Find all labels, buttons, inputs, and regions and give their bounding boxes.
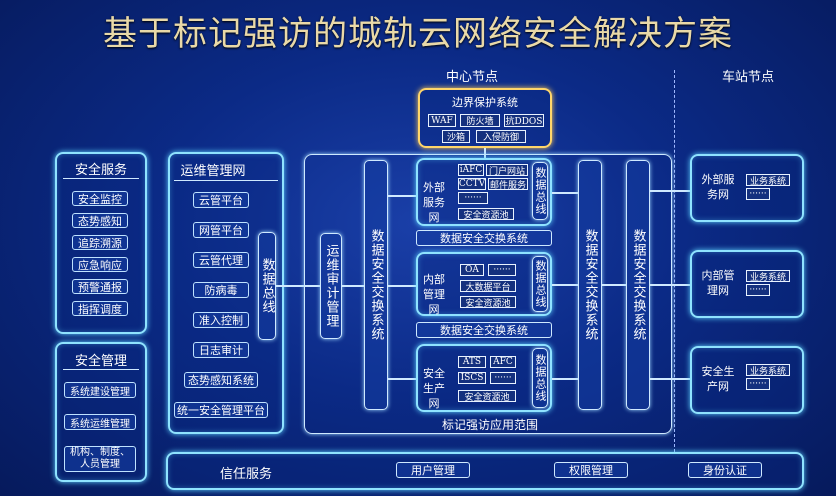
- oa-item: OA: [460, 264, 484, 276]
- boundary-protection-panel: 边界保护系统 WAF 防火墙 抗DDOS 沙箱 入侵防御: [418, 88, 552, 148]
- boundary-title: 边界保护系统: [452, 96, 518, 109]
- business-system-item: 业务系统: [746, 270, 790, 283]
- network-mgmt-platform-item: 网管平台: [193, 222, 249, 238]
- connector: [484, 148, 486, 158]
- more-item: ······: [490, 372, 516, 384]
- external-data-bus: 数据总线: [532, 162, 548, 220]
- production-net-title: 安全生产网: [423, 367, 445, 410]
- mac-scope-frame: [304, 154, 672, 434]
- cctv-item: CCTV: [458, 178, 486, 190]
- internal-net-title: 内部管理网: [423, 273, 445, 316]
- production-data-bus: 数据总线: [532, 348, 548, 408]
- station-external-title: 外部服务网: [701, 173, 735, 201]
- waf-item: WAF: [428, 114, 456, 127]
- exchange-bar-1: 数据安全交换系统: [416, 230, 552, 246]
- exchange-bar-2: 数据安全交换系统: [416, 322, 552, 338]
- divider: [63, 178, 139, 179]
- connector: [650, 190, 690, 192]
- anti-ddos-item: 抗DDOS: [504, 114, 544, 127]
- connector: [552, 192, 578, 194]
- more-item: ······: [488, 264, 516, 276]
- external-net-title: 外部服务网: [423, 181, 445, 224]
- log-audit-item: 日志审计: [193, 342, 249, 358]
- divider: [63, 369, 139, 370]
- connector: [342, 285, 364, 287]
- security-monitoring-item: 安全监控: [72, 191, 128, 206]
- station-node-label: 车站节点: [722, 70, 775, 85]
- bigdata-platform-item: 大数据平台: [460, 280, 516, 293]
- sandbox-item: 沙箱: [442, 130, 470, 143]
- security-pool-item: 安全资源池: [460, 296, 516, 309]
- command-dispatch-item: 指挥调度: [72, 301, 128, 316]
- ops-network-title: 运维管理网: [180, 164, 246, 179]
- page-title: 基于标记强访的城轨云网络安全解决方案: [103, 14, 733, 54]
- station-production-title: 安全生产网: [701, 365, 735, 393]
- connector: [388, 195, 416, 197]
- node-divider: [674, 70, 675, 452]
- permission-management-item: 权限管理: [554, 462, 628, 478]
- more-item: ······: [458, 192, 488, 204]
- data-exchange-right-2: 数据安全交换系统: [626, 160, 650, 410]
- more-item: ······: [746, 378, 770, 390]
- business-system-item: 业务系统: [746, 174, 790, 187]
- center-node-label: 中心节点: [446, 70, 499, 85]
- connector: [388, 378, 416, 380]
- institution-personnel-item: 机构、制度、人员管理: [64, 446, 136, 472]
- cloud-mgmt-platform-item: 云管平台: [193, 192, 249, 208]
- access-control-item: 准入控制: [193, 312, 249, 328]
- connector: [276, 285, 320, 287]
- station-internal-title: 内部管理网: [701, 269, 735, 297]
- cloud-mgmt-agent-item: 云管代理: [193, 252, 249, 268]
- situation-awareness-system-item: 态势感知系统: [184, 372, 258, 388]
- business-system-item: 业务系统: [746, 364, 790, 377]
- iafc-item: iAFC: [458, 164, 484, 176]
- ats-item: ATS: [458, 356, 486, 368]
- connector: [602, 284, 626, 286]
- security-services-title: 安全服务: [74, 163, 127, 178]
- trace-source-item: 追踪溯源: [72, 235, 128, 250]
- connector: [388, 285, 416, 287]
- internal-data-bus: 数据总线: [532, 256, 548, 312]
- more-item: ······: [746, 284, 770, 296]
- portal-item: 门户网站: [486, 164, 528, 177]
- station-production-network: [690, 346, 804, 414]
- more-item: ······: [746, 188, 770, 200]
- security-management-title: 安全管理: [74, 354, 127, 369]
- connector: [552, 378, 578, 380]
- connector: [650, 378, 690, 380]
- divider: [174, 180, 278, 181]
- security-pool-item: 安全资源池: [458, 390, 516, 403]
- security-pool-item: 安全资源池: [458, 208, 514, 221]
- unified-security-platform-item: 统一安全管理平台: [174, 402, 268, 418]
- intrusion-prevention-item: 入侵防御: [476, 130, 526, 143]
- firewall-item: 防火墙: [460, 114, 500, 127]
- situation-awareness-item: 态势感知: [72, 213, 128, 228]
- mac-scope-label: 标记强访应用范围: [441, 418, 538, 432]
- ops-data-bus: 数据总线: [258, 232, 276, 340]
- connector: [650, 284, 690, 286]
- data-exchange-left: 数据安全交换系统: [364, 160, 388, 410]
- data-exchange-right-1: 数据安全交换系统: [578, 160, 602, 410]
- antivirus-item: 防病毒: [193, 282, 249, 298]
- identity-auth-item: 身份认证: [688, 462, 762, 478]
- mail-service-item: 邮件服务: [488, 178, 528, 191]
- emergency-response-item: 应急响应: [72, 257, 128, 272]
- iscs-item: ISCS: [458, 372, 486, 384]
- afc-item: AFC: [490, 356, 516, 368]
- ops-audit-box: 运维审计管理: [320, 233, 342, 339]
- system-construction-item: 系统建设管理: [64, 382, 136, 398]
- trust-services-title: 信任服务: [219, 467, 272, 482]
- user-management-item: 用户管理: [396, 462, 470, 478]
- connector: [552, 284, 578, 286]
- alert-notice-item: 预警通报: [72, 279, 128, 294]
- system-operation-item: 系统运维管理: [64, 414, 136, 430]
